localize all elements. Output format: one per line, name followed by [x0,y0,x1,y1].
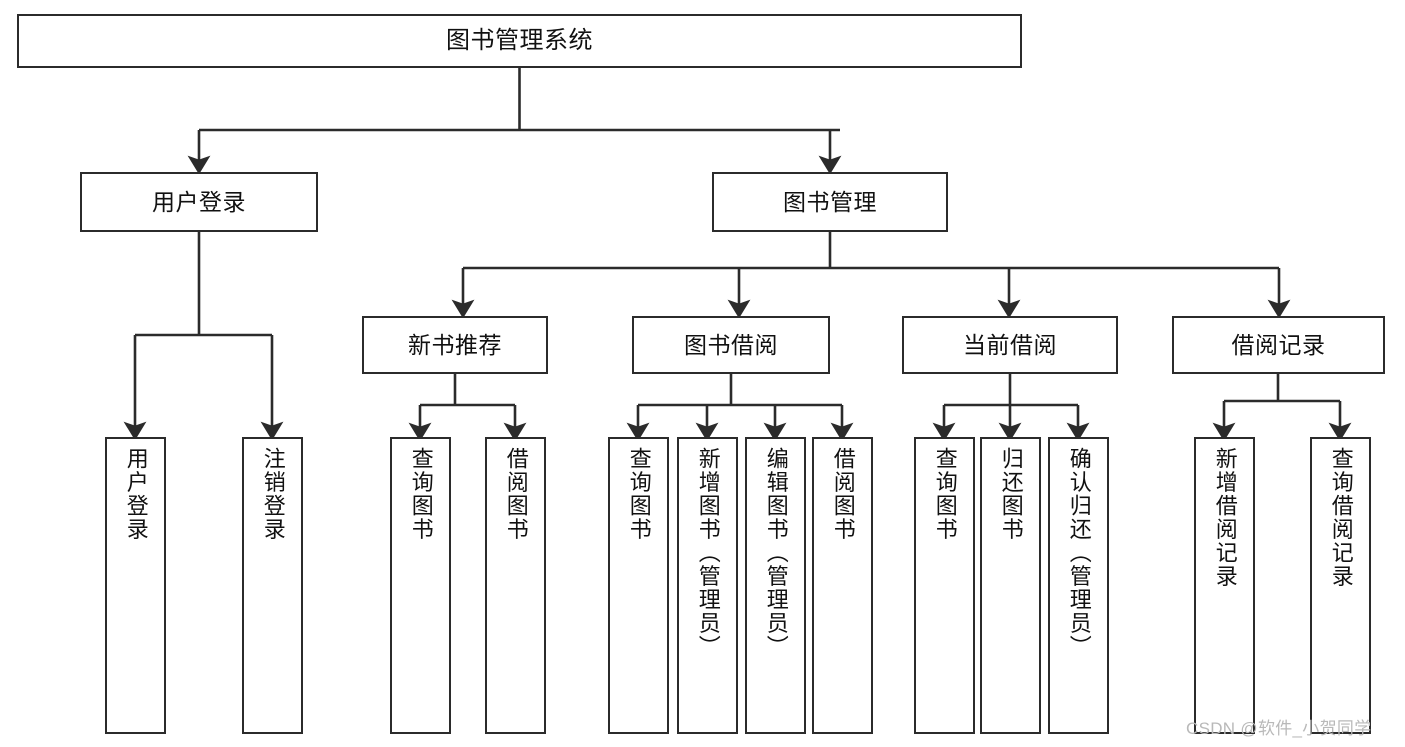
leaf-query-book-recommend[interactable]: 查询图书 [390,437,451,734]
node-borrow-record[interactable]: 借阅记录 [1172,316,1385,374]
node-user-login[interactable]: 用户登录 [80,172,318,232]
leaf-query-book-borrow[interactable]: 查询图书 [608,437,669,734]
node-book-management[interactable]: 图书管理 [712,172,948,232]
node-label: 当前借阅 [963,331,1057,358]
node-label: 新增借阅记录 [1212,447,1238,588]
leaf-user-login[interactable]: 用户登录 [105,437,166,734]
node-book-borrow[interactable]: 图书借阅 [632,316,830,374]
leaf-add-borrow-record[interactable]: 新增借阅记录 [1194,437,1255,734]
node-label: 确认归还（管理员） [1066,447,1092,659]
node-label: 图书借阅 [684,331,778,358]
node-label: 新书推荐 [408,331,502,358]
node-label: 用户登录 [152,188,246,215]
node-label: 新增图书（管理员） [695,447,721,659]
leaf-return-book[interactable]: 归还图书 [980,437,1041,734]
node-label: 查询图书 [626,447,652,541]
leaf-borrow-book-recommend[interactable]: 借阅图书 [485,437,546,734]
leaf-query-borrow-record[interactable]: 查询借阅记录 [1310,437,1371,734]
leaf-borrow-book[interactable]: 借阅图书 [812,437,873,734]
node-label: 图书管理 [783,188,877,215]
leaf-add-book-admin[interactable]: 新增图书（管理员） [677,437,738,734]
node-label: 借阅图书 [503,447,529,541]
node-label: 归还图书 [998,447,1024,541]
node-label: 查询借阅记录 [1328,447,1354,588]
node-label: 查询图书 [408,447,434,541]
node-label: 图书管理系统 [446,27,593,55]
leaf-confirm-return-admin[interactable]: 确认归还（管理员） [1048,437,1109,734]
node-current-borrow[interactable]: 当前借阅 [902,316,1118,374]
node-label: 注销登录 [260,447,286,541]
node-label: 编辑图书（管理员） [763,447,789,659]
node-label: 用户登录 [123,447,149,541]
node-root-system[interactable]: 图书管理系统 [17,14,1022,68]
node-label: 借阅记录 [1231,331,1326,358]
csdn-watermark: CSDN @软件_小贺同学 [1186,719,1372,738]
node-label: 查询图书 [932,447,958,541]
leaf-query-book-current[interactable]: 查询图书 [914,437,975,734]
node-new-book-recommend[interactable]: 新书推荐 [362,316,548,374]
leaf-user-logout[interactable]: 注销登录 [242,437,303,734]
node-label: 借阅图书 [830,447,856,541]
leaf-edit-book-admin[interactable]: 编辑图书（管理员） [745,437,806,734]
